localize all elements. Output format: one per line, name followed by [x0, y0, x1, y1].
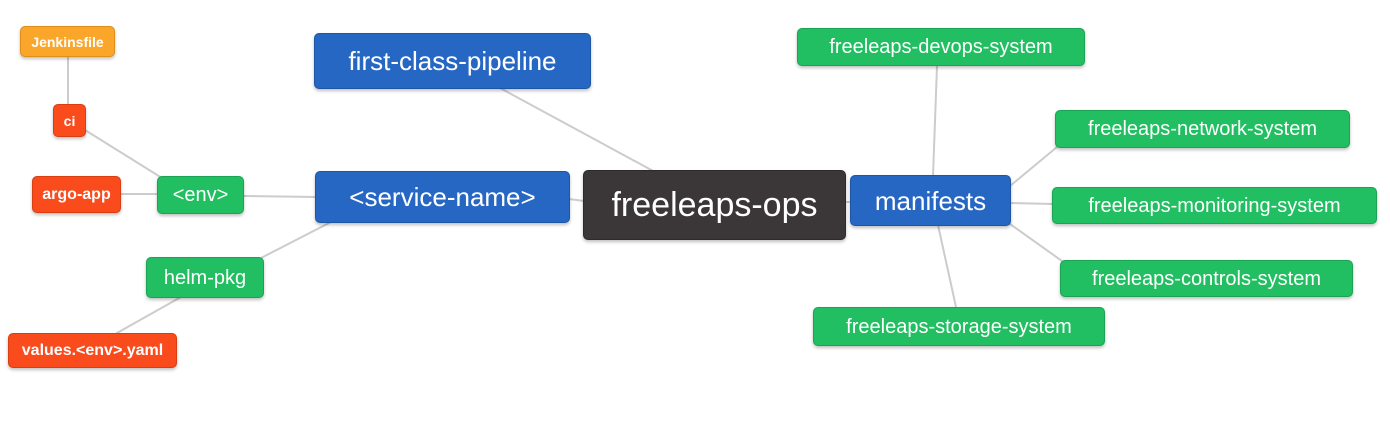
node-env[interactable]: <env> [157, 176, 244, 214]
node-helm-pkg[interactable]: helm-pkg [146, 257, 264, 298]
node-ci[interactable]: ci [53, 104, 86, 137]
node-freeleaps-controls-system[interactable]: freeleaps-controls-system [1060, 260, 1353, 297]
edge-manifests-monitoring [1009, 202, 1054, 205]
edge-manifests-devops [932, 65, 938, 177]
edge-service-name-helm-pkg [260, 221, 332, 259]
edge-manifests-controls [1009, 223, 1063, 262]
node-freeleaps-storage-system[interactable]: freeleaps-storage-system [813, 307, 1105, 346]
edge-manifests-storage [937, 224, 957, 308]
node-manifests[interactable]: manifests [850, 175, 1011, 226]
node-jenkinsfile[interactable]: Jenkinsfile [20, 26, 115, 57]
node-service-name[interactable]: <service-name> [315, 171, 570, 223]
edge-env-ci [84, 129, 163, 179]
node-values-env-yaml[interactable]: values.<env>.yaml [8, 333, 177, 368]
node-argo-app[interactable]: argo-app [32, 176, 121, 213]
node-freeleaps-network-system[interactable]: freeleaps-network-system [1055, 110, 1350, 148]
node-first-class-pipeline[interactable]: first-class-pipeline [314, 33, 591, 89]
edge-service-name-env [243, 195, 316, 198]
edge-manifests-network [1009, 146, 1058, 187]
node-freeleaps-ops-root[interactable]: freeleaps-ops [583, 170, 846, 240]
node-freeleaps-monitoring-system[interactable]: freeleaps-monitoring-system [1052, 187, 1377, 224]
edge-ops-pipeline [499, 87, 656, 173]
edge-ops-service-name [568, 198, 585, 202]
node-freeleaps-devops-system[interactable]: freeleaps-devops-system [797, 28, 1085, 66]
edge-helm-pkg-values [116, 296, 182, 334]
